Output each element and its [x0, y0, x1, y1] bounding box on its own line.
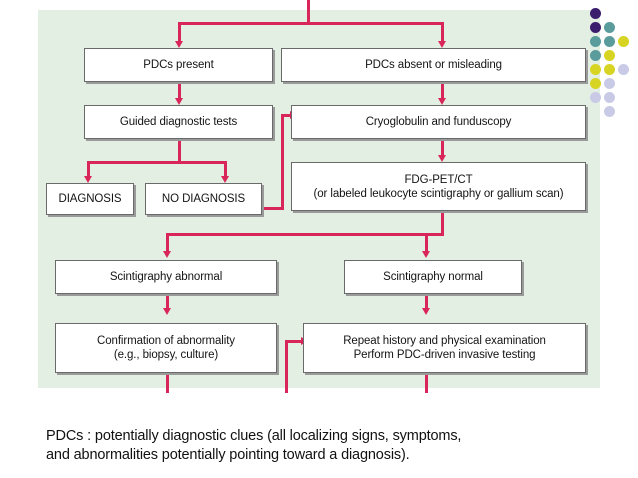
dot-14-icon [590, 92, 601, 103]
caption-block: PDCs : potentially diagnostic clues (all… [46, 427, 606, 465]
connector-guided-split-bar [87, 161, 227, 164]
flow-box-pdcs-present-label: PDCs present [143, 59, 214, 71]
caption-line-2: and abnormalities potentially pointing t… [46, 447, 410, 463]
flow-box-scintigraphy-abnormal-label: Scintigraphy abnormal [109, 271, 223, 283]
arrowhead-to-scint-normal [422, 251, 430, 258]
flow-box-scintigraphy-normal[interactable]: Scintigraphy normal [344, 260, 522, 294]
connector-guided-stem [178, 139, 181, 161]
flow-box-pdcs-absent[interactable]: PDCs absent or misleading [281, 48, 586, 82]
dot-16-icon [604, 106, 615, 117]
connector-to-no-diagnosis [224, 161, 227, 178]
caption-line-1: PDCs : potentially diagnostic clues (all… [46, 428, 462, 444]
dot-10-icon [604, 64, 615, 75]
arrowhead-to-no-diagnosis [221, 176, 229, 183]
dot-5-icon [604, 36, 615, 47]
flow-box-repeat-history-label-line1: Repeat history and physical examination [343, 335, 546, 347]
connector-fdg-stem [441, 211, 444, 233]
connector-nodiag-feedback-top [281, 114, 291, 117]
arrowhead-absent-to-cryo [438, 98, 446, 105]
decorative-dots-motif [583, 4, 638, 119]
connector-to-diagnosis [87, 161, 90, 178]
connector-top-split-bar [178, 22, 444, 25]
flow-box-repeat-history[interactable]: Repeat history and physical examination … [303, 323, 586, 373]
dot-3-icon [604, 22, 615, 33]
dot-1-icon [590, 8, 601, 19]
connector-normal-to-repeat [425, 294, 428, 310]
flowchart-panel: PDCs present PDCs absent or misleading G… [38, 0, 600, 393]
arrowhead-to-diagnosis [84, 176, 92, 183]
connector-to-pdcs-present [178, 22, 181, 43]
flow-box-diagnosis-label: DIAGNOSIS [58, 193, 122, 205]
flow-box-cryoglobulin-label: Cryoglobulin and funduscopy [365, 116, 512, 128]
dot-2-icon [590, 22, 601, 33]
connector-repeat-exit [425, 373, 428, 393]
connector-fdg-split-bar [166, 233, 444, 236]
flow-box-guided-tests[interactable]: Guided diagnostic tests [84, 105, 273, 139]
connector-cryo-to-fdg [441, 139, 444, 157]
flow-box-scintigraphy-abnormal[interactable]: Scintigraphy abnormal [55, 260, 277, 294]
dot-8-icon [604, 50, 615, 61]
connector-present-to-guided [178, 82, 181, 100]
arrowhead-cryo-to-fdg [438, 155, 446, 162]
flow-box-confirmation-label-line2: (e.g., biopsy, culture) [113, 349, 219, 361]
dot-15-icon [604, 92, 615, 103]
dot-11-icon [618, 64, 629, 75]
flow-box-pdcs-absent-label: PDCs absent or misleading [365, 59, 502, 71]
flow-box-pdcs-present[interactable]: PDCs present [84, 48, 273, 82]
flow-box-diagnosis[interactable]: DIAGNOSIS [46, 183, 134, 215]
arrowhead-to-pdcs-absent [438, 41, 446, 48]
dot-9-icon [590, 64, 601, 75]
flow-box-confirmation[interactable]: Confirmation of abnormality (e.g., biops… [55, 323, 277, 373]
connector-to-pdcs-absent [441, 22, 444, 43]
flow-box-no-diagnosis[interactable]: NO DIAGNOSIS [145, 183, 262, 215]
flow-box-no-diagnosis-label: NO DIAGNOSIS [161, 193, 246, 205]
connector-absent-to-cryo [441, 82, 444, 100]
connector-top-stem [307, 0, 310, 22]
flow-box-fdg-pet-ct[interactable]: FDG-PET/CT (or labeled leukocyte scintig… [291, 162, 586, 211]
flow-box-repeat-history-label-line2: Perform PDC-driven invasive testing [353, 349, 536, 361]
connector-confirm-exit [166, 373, 169, 393]
connector-repeat-feedback-h [285, 340, 302, 343]
connector-repeat-feedback-v [285, 340, 288, 393]
dot-7-icon [590, 50, 601, 61]
connector-to-scint-normal [425, 233, 428, 253]
connector-nodiag-feedback-v [281, 114, 284, 210]
arrowhead-present-to-guided [175, 98, 183, 105]
dot-6-icon [618, 36, 629, 47]
arrowhead-abnormal-to-confirm [163, 308, 171, 315]
flow-box-guided-tests-label: Guided diagnostic tests [119, 116, 238, 128]
flow-box-fdg-pet-ct-label-line1: FDG-PET/CT [404, 173, 473, 186]
dot-13-icon [604, 78, 615, 89]
connector-nodiag-feedback-h [262, 207, 284, 210]
arrowhead-to-pdcs-present [175, 41, 183, 48]
connector-abnormal-to-confirm [166, 294, 169, 310]
dot-12-icon [590, 78, 601, 89]
dot-4-icon [590, 36, 601, 47]
arrowhead-normal-to-repeat [422, 308, 430, 315]
arrowhead-to-scint-abnormal [163, 251, 171, 258]
flow-box-cryoglobulin[interactable]: Cryoglobulin and funduscopy [291, 105, 586, 139]
flow-box-confirmation-label-line1: Confirmation of abnormality [97, 335, 235, 347]
flow-box-fdg-pet-ct-label-line2: (or labeled leukocyte scintigraphy or ga… [313, 187, 564, 200]
connector-to-scint-abnormal [166, 233, 169, 253]
flow-box-scintigraphy-normal-label: Scintigraphy normal [383, 271, 483, 283]
